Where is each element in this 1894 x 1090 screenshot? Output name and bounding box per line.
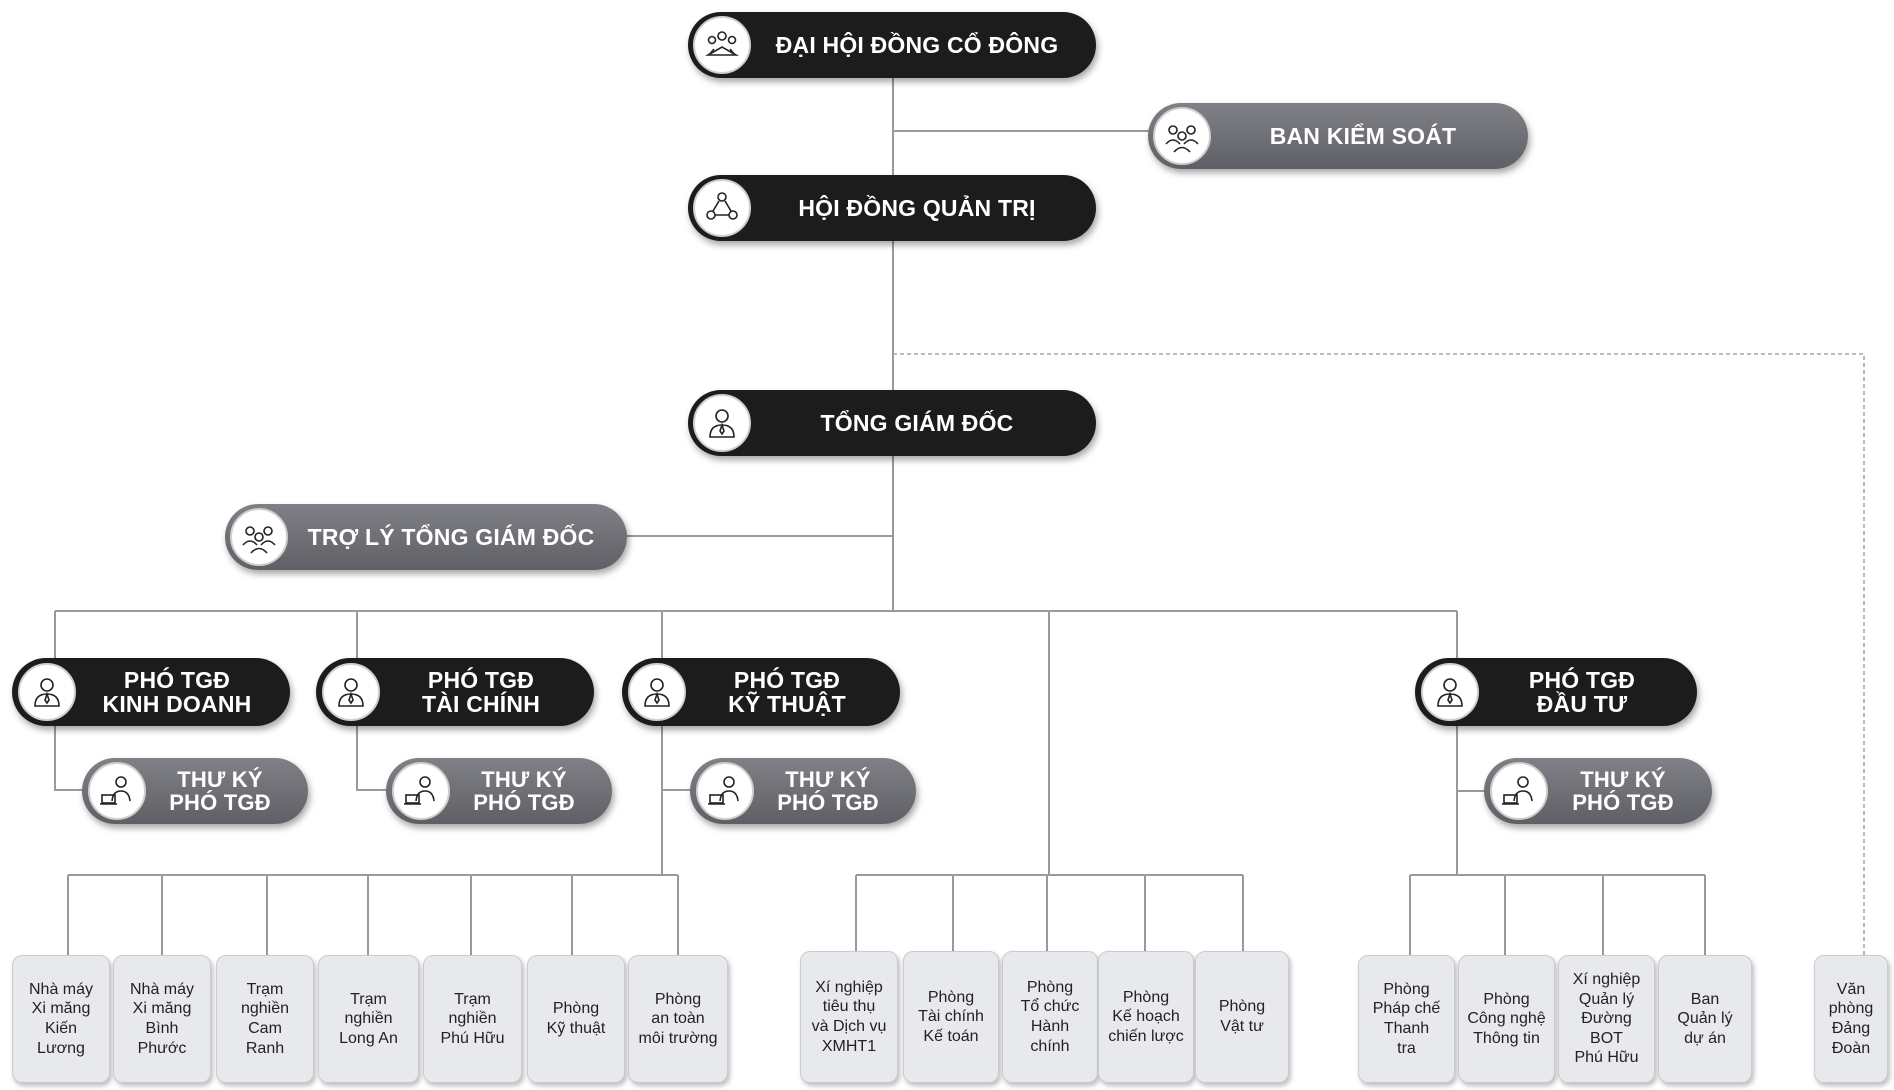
node-label: TỔNG GIÁM ĐỐC — [820, 409, 1014, 436]
person-laptop-icon — [88, 762, 146, 820]
node-label: TRỢ LÝ TỔNG GIÁM ĐỐC — [307, 523, 595, 550]
person-laptop-icon — [696, 762, 754, 820]
person-laptop-icon — [1490, 762, 1548, 820]
person-suit-icon — [322, 663, 380, 721]
board-network-icon — [693, 179, 751, 237]
person-suit-icon — [18, 663, 76, 721]
node-ban-kiem-soat: BAN KIỂM SOÁT — [1148, 103, 1528, 169]
node-dai-hoi-dong-co-dong: ĐẠI HỘI ĐỒNG CỔ ĐÔNG — [688, 12, 1096, 78]
node-label: HỘI ĐỒNG QUẢN TRỊ — [798, 194, 1036, 221]
group-people-icon — [230, 508, 288, 566]
person-suit-icon — [693, 394, 751, 452]
node-hoi-dong-quan-tri: HỘI ĐỒNG QUẢN TRỊ — [688, 175, 1096, 241]
group-people-icon — [1153, 107, 1211, 165]
person-suit-icon — [628, 663, 686, 721]
node-label: ĐẠI HỘI ĐỒNG CỔ ĐÔNG — [775, 31, 1059, 58]
node-tong-giam-doc: TỔNG GIÁM ĐỐC — [688, 390, 1096, 456]
node-tro-ly-tong-giam-doc: TRỢ LÝ TỔNG GIÁM ĐỐC — [225, 504, 627, 570]
node-label: BAN KIỂM SOÁT — [1269, 122, 1457, 149]
group-meeting-icon — [693, 16, 751, 74]
person-suit-icon — [1421, 663, 1479, 721]
person-laptop-icon — [392, 762, 450, 820]
